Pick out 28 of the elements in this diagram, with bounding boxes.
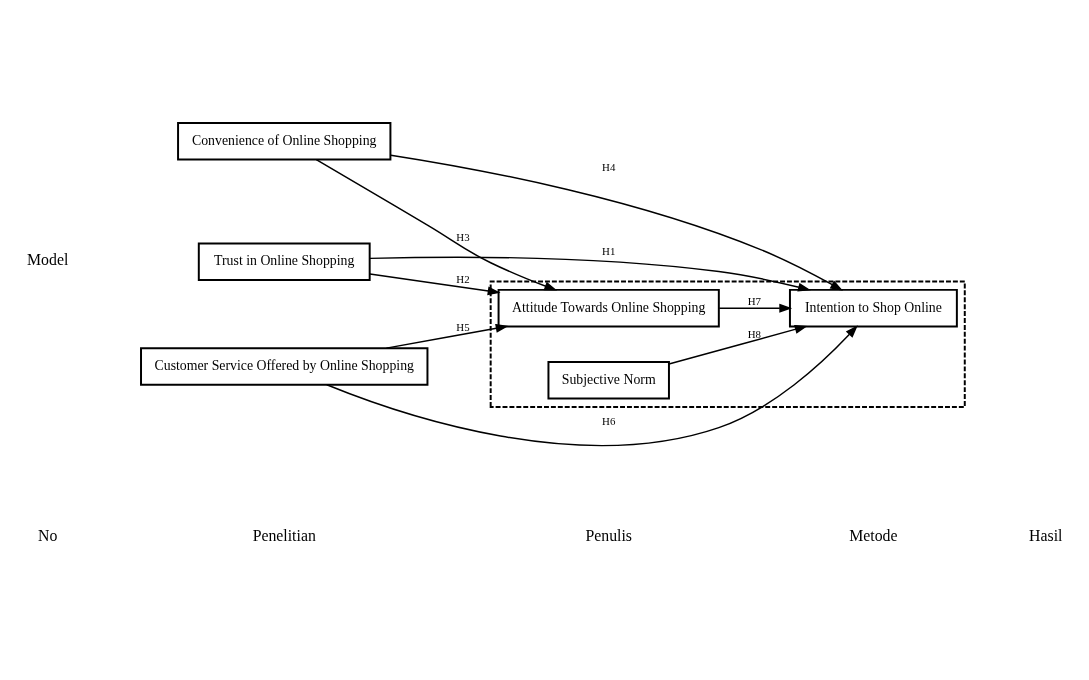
node-box: Customer Service Offered by Online Shopping (140, 347, 429, 386)
node-box: Intention to Shop Online (788, 288, 958, 328)
edge-label: H8 (747, 327, 762, 340)
arrow (718, 303, 793, 313)
arrow (390, 154, 844, 291)
arrow (315, 158, 558, 291)
edge-label: H2 (456, 273, 470, 286)
arrow (369, 256, 811, 292)
label: Penulis (585, 527, 632, 545)
edge-label: H5 (456, 320, 470, 333)
edge-label: H1 (602, 244, 616, 257)
node-box: Trust in Online Shopping (197, 242, 371, 281)
node-box: Attitude Towards Online Shopping (497, 288, 720, 328)
arrow (326, 325, 858, 447)
edge-label: H7 (747, 294, 762, 307)
node-box: Subjective Norm (547, 361, 670, 400)
edge-label: H4 (602, 160, 616, 173)
edge-label: H6 (602, 414, 616, 427)
node-box: Convenience of Online Shopping (177, 121, 392, 161)
label: Hasil (1029, 527, 1063, 545)
arrow (369, 273, 501, 296)
arrow (385, 323, 509, 349)
edge-label: H3 (456, 230, 470, 243)
label: Penelitian (252, 527, 316, 545)
label: Metode (849, 527, 898, 545)
arrow (668, 325, 808, 365)
label: No (38, 527, 58, 545)
label: Model (27, 251, 69, 269)
